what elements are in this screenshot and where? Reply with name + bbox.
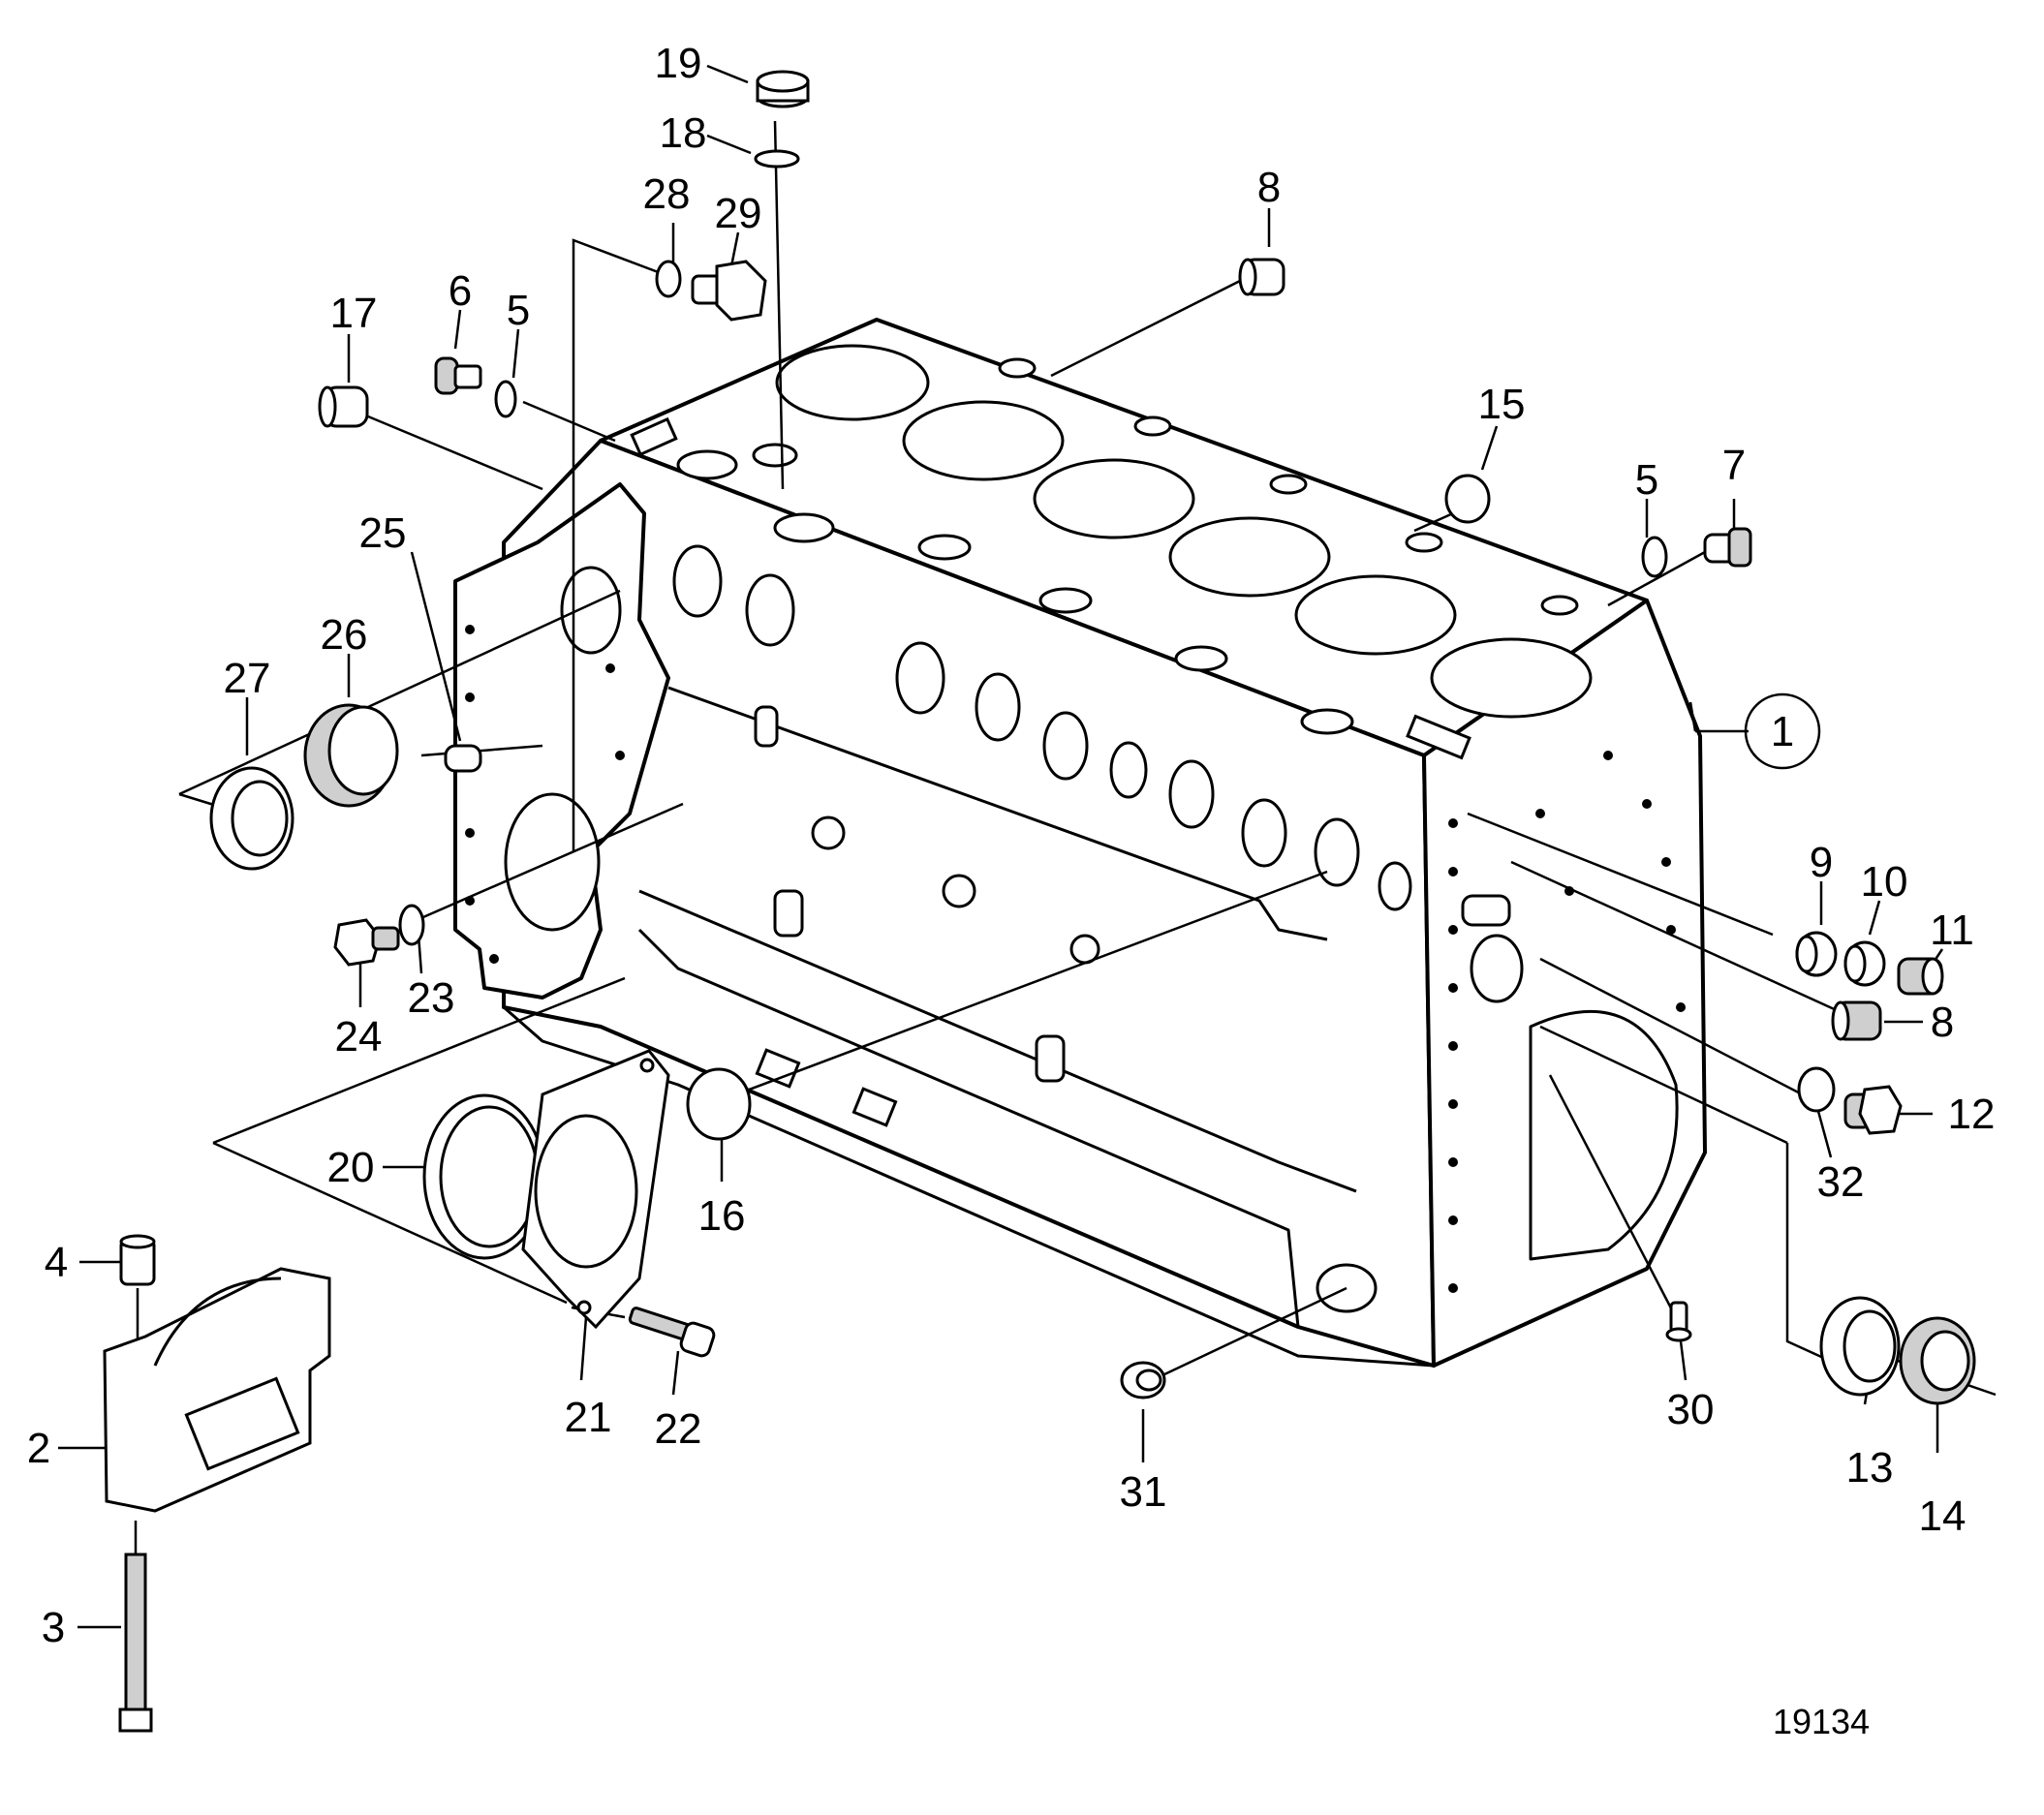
cylinder-bore-1 bbox=[775, 344, 930, 421]
callout-3: 3 bbox=[42, 1604, 65, 1651]
callout-7: 7 bbox=[1722, 442, 1746, 489]
callout-22: 22 bbox=[655, 1405, 702, 1453]
flange-bore-upper bbox=[560, 566, 622, 655]
side-pad-2 bbox=[773, 889, 804, 938]
callout-5-left: 5 bbox=[507, 287, 530, 334]
part-5-washer-left bbox=[494, 380, 517, 418]
cylinder-bore-3 bbox=[1033, 458, 1195, 539]
part-7-plug bbox=[1703, 527, 1752, 568]
part-24-plug bbox=[333, 918, 400, 967]
callout-28: 28 bbox=[643, 170, 691, 218]
callout-18: 18 bbox=[660, 109, 707, 157]
callout-26: 26 bbox=[321, 611, 368, 659]
side-bores bbox=[672, 544, 1412, 911]
side-boss-2 bbox=[942, 874, 976, 908]
block-side-rail-upper bbox=[667, 686, 1328, 941]
callout-1-circle bbox=[1744, 692, 1821, 770]
block-side-skirt bbox=[637, 928, 1300, 1328]
part-22-bolt bbox=[628, 1307, 716, 1358]
cylinder-bore-2 bbox=[902, 400, 1065, 481]
part-28-washer bbox=[655, 260, 682, 298]
side-boss-1 bbox=[811, 815, 846, 850]
part-32-washer bbox=[1797, 1066, 1836, 1113]
part-5-washer-right bbox=[1641, 536, 1668, 578]
callout-20: 20 bbox=[327, 1144, 375, 1191]
callout-6: 6 bbox=[449, 267, 472, 315]
part-3-bolt bbox=[118, 1553, 153, 1733]
part-20-gasket bbox=[422, 1093, 546, 1260]
engine-block bbox=[453, 318, 1707, 1368]
callout-13: 13 bbox=[1846, 1444, 1894, 1492]
part-14-threaded-sleeve bbox=[1899, 1316, 1976, 1405]
side-window-2 bbox=[852, 1087, 898, 1127]
callout-1: 1 bbox=[1771, 708, 1794, 755]
callout-30: 30 bbox=[1667, 1386, 1715, 1433]
part-27-seal-ring bbox=[209, 766, 294, 871]
cylinder-bore-5 bbox=[1294, 574, 1457, 656]
callout-29: 29 bbox=[715, 190, 762, 237]
callout-2: 2 bbox=[27, 1425, 50, 1472]
drawing-number: 19134 bbox=[1773, 1702, 1870, 1741]
part-23-washer bbox=[398, 904, 425, 946]
leader-lines bbox=[58, 64, 1997, 1629]
part-8-plug-right bbox=[1831, 1000, 1882, 1041]
part-16-plug bbox=[686, 1067, 752, 1141]
callout-32: 32 bbox=[1817, 1158, 1865, 1206]
callout-10: 10 bbox=[1861, 858, 1908, 906]
part-15-plug bbox=[1444, 474, 1491, 524]
part-2-bearing-cap bbox=[103, 1267, 331, 1513]
front-face-bore bbox=[1470, 934, 1524, 1003]
callout-14: 14 bbox=[1919, 1492, 1967, 1540]
callout-24: 24 bbox=[335, 1013, 383, 1061]
cylinder-bore-6 bbox=[1430, 637, 1593, 719]
callout-8-top: 8 bbox=[1257, 164, 1281, 211]
callout-23: 23 bbox=[408, 974, 455, 1022]
callout-25: 25 bbox=[359, 509, 407, 557]
part-21-cover-plate bbox=[521, 1049, 670, 1330]
callout-15: 15 bbox=[1478, 381, 1526, 428]
callout-8-right: 8 bbox=[1931, 999, 1954, 1046]
front-face-boss bbox=[1461, 894, 1511, 927]
deck-passages bbox=[630, 357, 1579, 760]
cylinder-bore-4 bbox=[1168, 516, 1331, 598]
part-31-ring bbox=[1120, 1361, 1166, 1400]
part-12-plug bbox=[1843, 1085, 1903, 1135]
part-11-plug bbox=[1897, 957, 1944, 996]
part-10-sleeve bbox=[1843, 940, 1886, 987]
callout-17: 17 bbox=[330, 290, 378, 337]
part-4-dowel bbox=[119, 1234, 156, 1286]
callout-9: 9 bbox=[1810, 839, 1833, 886]
callout-27: 27 bbox=[224, 655, 271, 702]
callout-16: 16 bbox=[698, 1192, 746, 1240]
callout-31: 31 bbox=[1120, 1468, 1167, 1516]
part-6-plug bbox=[434, 356, 482, 395]
part-13-seal-ring bbox=[1819, 1296, 1901, 1397]
callout-labels: 1 2 3 4 5 5 6 7 8 8 9 10 11 12 13 14 15 … bbox=[27, 40, 1996, 1651]
part-25-sleeve bbox=[444, 744, 482, 773]
part-19-plug bbox=[756, 70, 810, 108]
part-17-plug bbox=[318, 385, 369, 428]
callout-19: 19 bbox=[655, 40, 702, 87]
rear-flange-bolt-holes bbox=[465, 625, 625, 964]
callout-11: 11 bbox=[1930, 907, 1974, 954]
front-face-crank-housing bbox=[1529, 1009, 1679, 1261]
part-26-cover bbox=[303, 703, 399, 808]
side-pad-1 bbox=[754, 705, 779, 748]
part-18-o-ring bbox=[754, 149, 800, 169]
part-8-plug-top bbox=[1238, 258, 1285, 296]
part-29-plug-screw bbox=[691, 260, 767, 322]
block-side-rail-lower bbox=[638, 889, 1357, 1193]
callout-5-right: 5 bbox=[1635, 456, 1658, 504]
side-pad-3 bbox=[1035, 1034, 1066, 1083]
callout-21: 21 bbox=[565, 1394, 612, 1441]
callout-4: 4 bbox=[45, 1239, 68, 1286]
block-pan-rail bbox=[503, 1005, 1435, 1368]
callout-12: 12 bbox=[1948, 1091, 1996, 1138]
part-30-screw bbox=[1665, 1301, 1692, 1342]
part-9-sleeve bbox=[1795, 931, 1838, 977]
